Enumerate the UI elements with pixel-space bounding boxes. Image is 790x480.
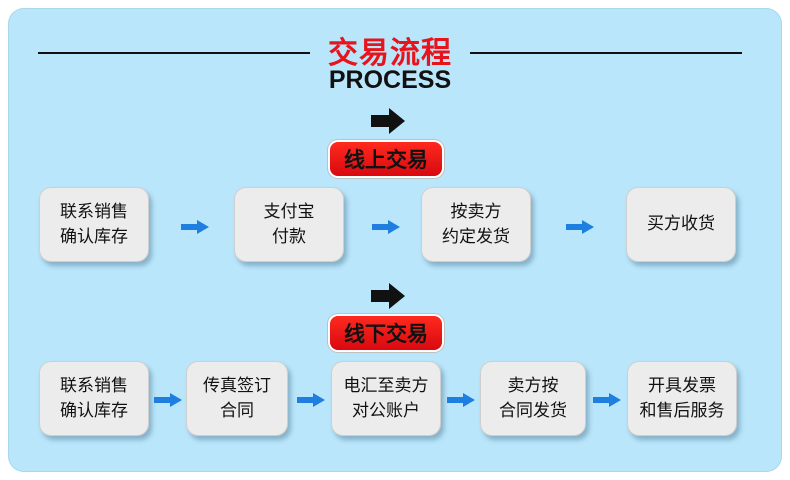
online-step-4: 买方收货 — [626, 187, 736, 262]
small-right-arrow-icon — [372, 220, 400, 234]
small-right-arrow-icon — [181, 220, 209, 234]
step-text-line1: 传真签订 — [203, 375, 271, 396]
page-subtitle: PROCESS — [328, 66, 452, 94]
step-text-line2: 合同 — [220, 400, 254, 421]
step-text-line1: 联系销售 — [60, 201, 128, 222]
step-text-line2: 确认库存 — [60, 400, 128, 421]
offline-trade-label: 线下交易 — [330, 316, 442, 350]
small-right-arrow-icon — [154, 393, 182, 407]
step-text-line2: 约定发货 — [442, 226, 510, 247]
small-right-arrow-icon — [566, 220, 594, 234]
online-step-3: 按卖方约定发货 — [421, 187, 531, 262]
step-text-line1: 开具发票 — [648, 375, 716, 396]
page-title: 交易流程 — [328, 36, 452, 71]
title-rule-right — [470, 52, 742, 54]
step-text-line1: 联系销售 — [60, 375, 128, 396]
online-step-2: 支付宝付款 — [234, 187, 344, 262]
online-trade-label: 线上交易 — [330, 142, 442, 176]
right-arrow-icon — [371, 108, 405, 134]
step-text-line1: 电汇至卖方 — [343, 375, 429, 396]
step-text-line2: 对公账户 — [352, 400, 420, 421]
step-text-line1: 按卖方 — [450, 201, 502, 222]
small-right-arrow-icon — [297, 393, 325, 407]
step-text-line2: 和售后服务 — [639, 400, 725, 421]
step-text-line2: 付款 — [272, 226, 306, 247]
offline-step-4: 卖方按合同发货 — [480, 361, 586, 436]
small-right-arrow-icon — [447, 393, 475, 407]
online-step-1: 联系销售确认库存 — [39, 187, 149, 262]
offline-step-3: 电汇至卖方对公账户 — [331, 361, 441, 436]
offline-step-1: 联系销售确认库存 — [39, 361, 149, 436]
right-arrow-icon — [371, 283, 405, 309]
offline-step-5: 开具发票和售后服务 — [627, 361, 737, 436]
step-text-line1: 卖方按 — [507, 375, 559, 396]
step-text-line2: 合同发货 — [499, 400, 567, 421]
step-text-line2: 确认库存 — [60, 226, 128, 247]
step-text-line1: 买方收货 — [647, 214, 715, 234]
title-rule-left — [38, 52, 310, 54]
step-text-line1: 支付宝 — [263, 201, 315, 222]
small-right-arrow-icon — [593, 393, 621, 407]
offline-step-2: 传真签订合同 — [186, 361, 288, 436]
